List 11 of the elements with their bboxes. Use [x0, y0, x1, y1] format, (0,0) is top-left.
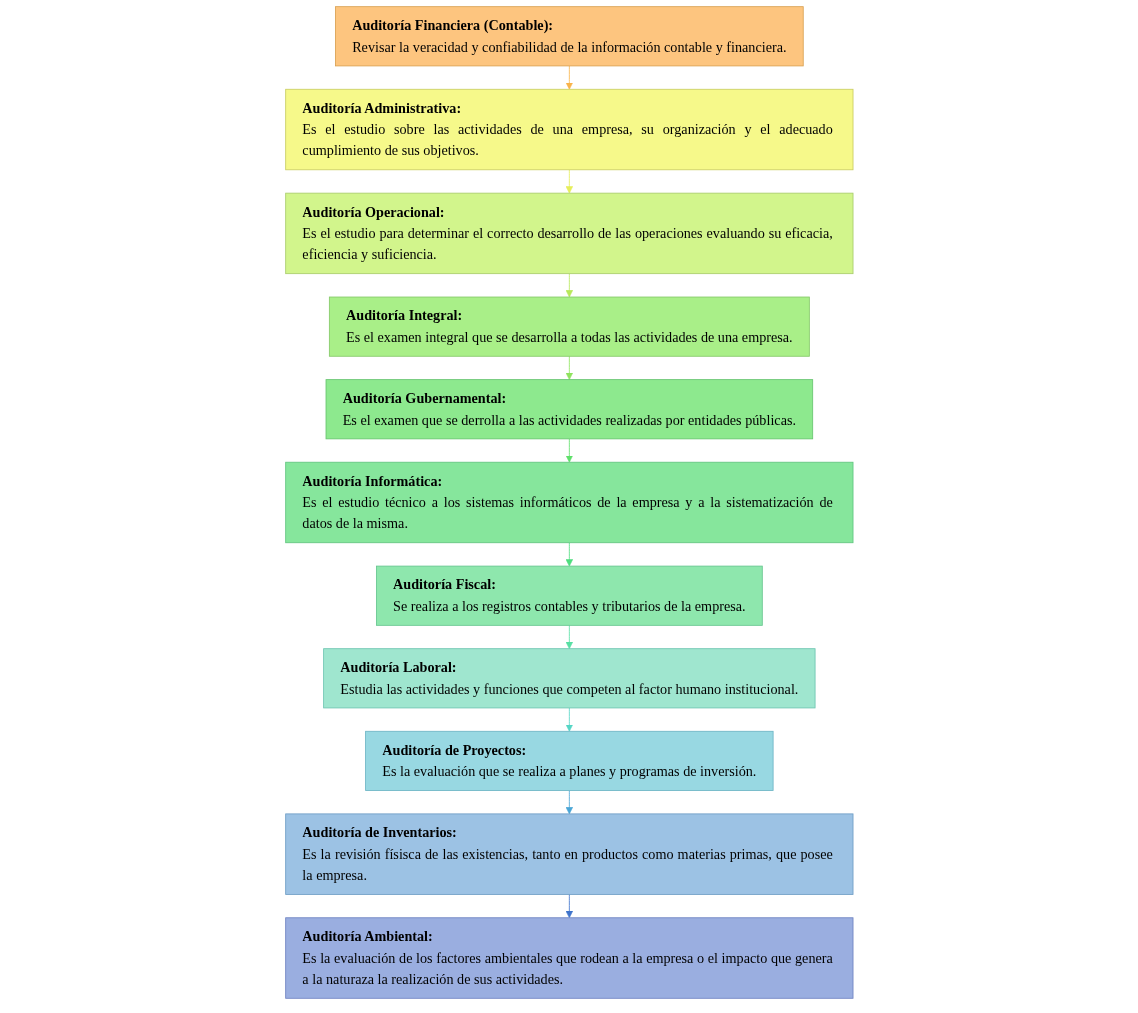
node-box: Auditoría de Inventarios: Es la revisión físisca de las existencias, tanto en productos como materias primas, que posee la empresa. — [284, 813, 854, 895]
node-box: Auditoría Informática: Es el estudio técnico a los sistemas informáticos de la empresa y a la sistematización de datos de la misma. — [284, 461, 854, 544]
node-box: Auditoría Fiscal: Se realiza a los registros contables y tributarios de la empresa. — [375, 565, 763, 626]
node-box: Auditoría de Proyectos: Es la evaluación que se realiza a planes y programas de inversión. — [364, 730, 774, 791]
node-box: Auditoría Laboral: Estudia las actividades y funciones que competen al factor humano institucional. — [322, 648, 816, 709]
node-box: Auditoría Administrativa: Es el estudio sobre las actividades de una empresa, su organización y el adecuado cumplimiento de sus objetivos. — [284, 88, 854, 171]
node-box: Auditoría Financiera (Contable): Revisar la veracidad y confiabilidad de la información contable y financiera. — [334, 6, 804, 67]
node-box: Auditoría Ambiental: Es la evaluación de los factores ambientales que rodean a la empresa o el impacto que genera a la naturaza la realización de sus actividades. — [284, 917, 854, 999]
node-box: Auditoría Gubernamental: Es el examen que se derrolla a las actividades realizadas por entidades públicas. — [325, 379, 813, 440]
node-box: Auditoría Operacional: Es el estudio para determinar el correcto desarrollo de las operaciones evaluando su eficacia, eficiencia y suficiencia. — [284, 192, 854, 275]
node-box: Auditoría Integral: Es el examen integral que se desarrolla a todas las actividades de una empresa. — [328, 296, 810, 357]
